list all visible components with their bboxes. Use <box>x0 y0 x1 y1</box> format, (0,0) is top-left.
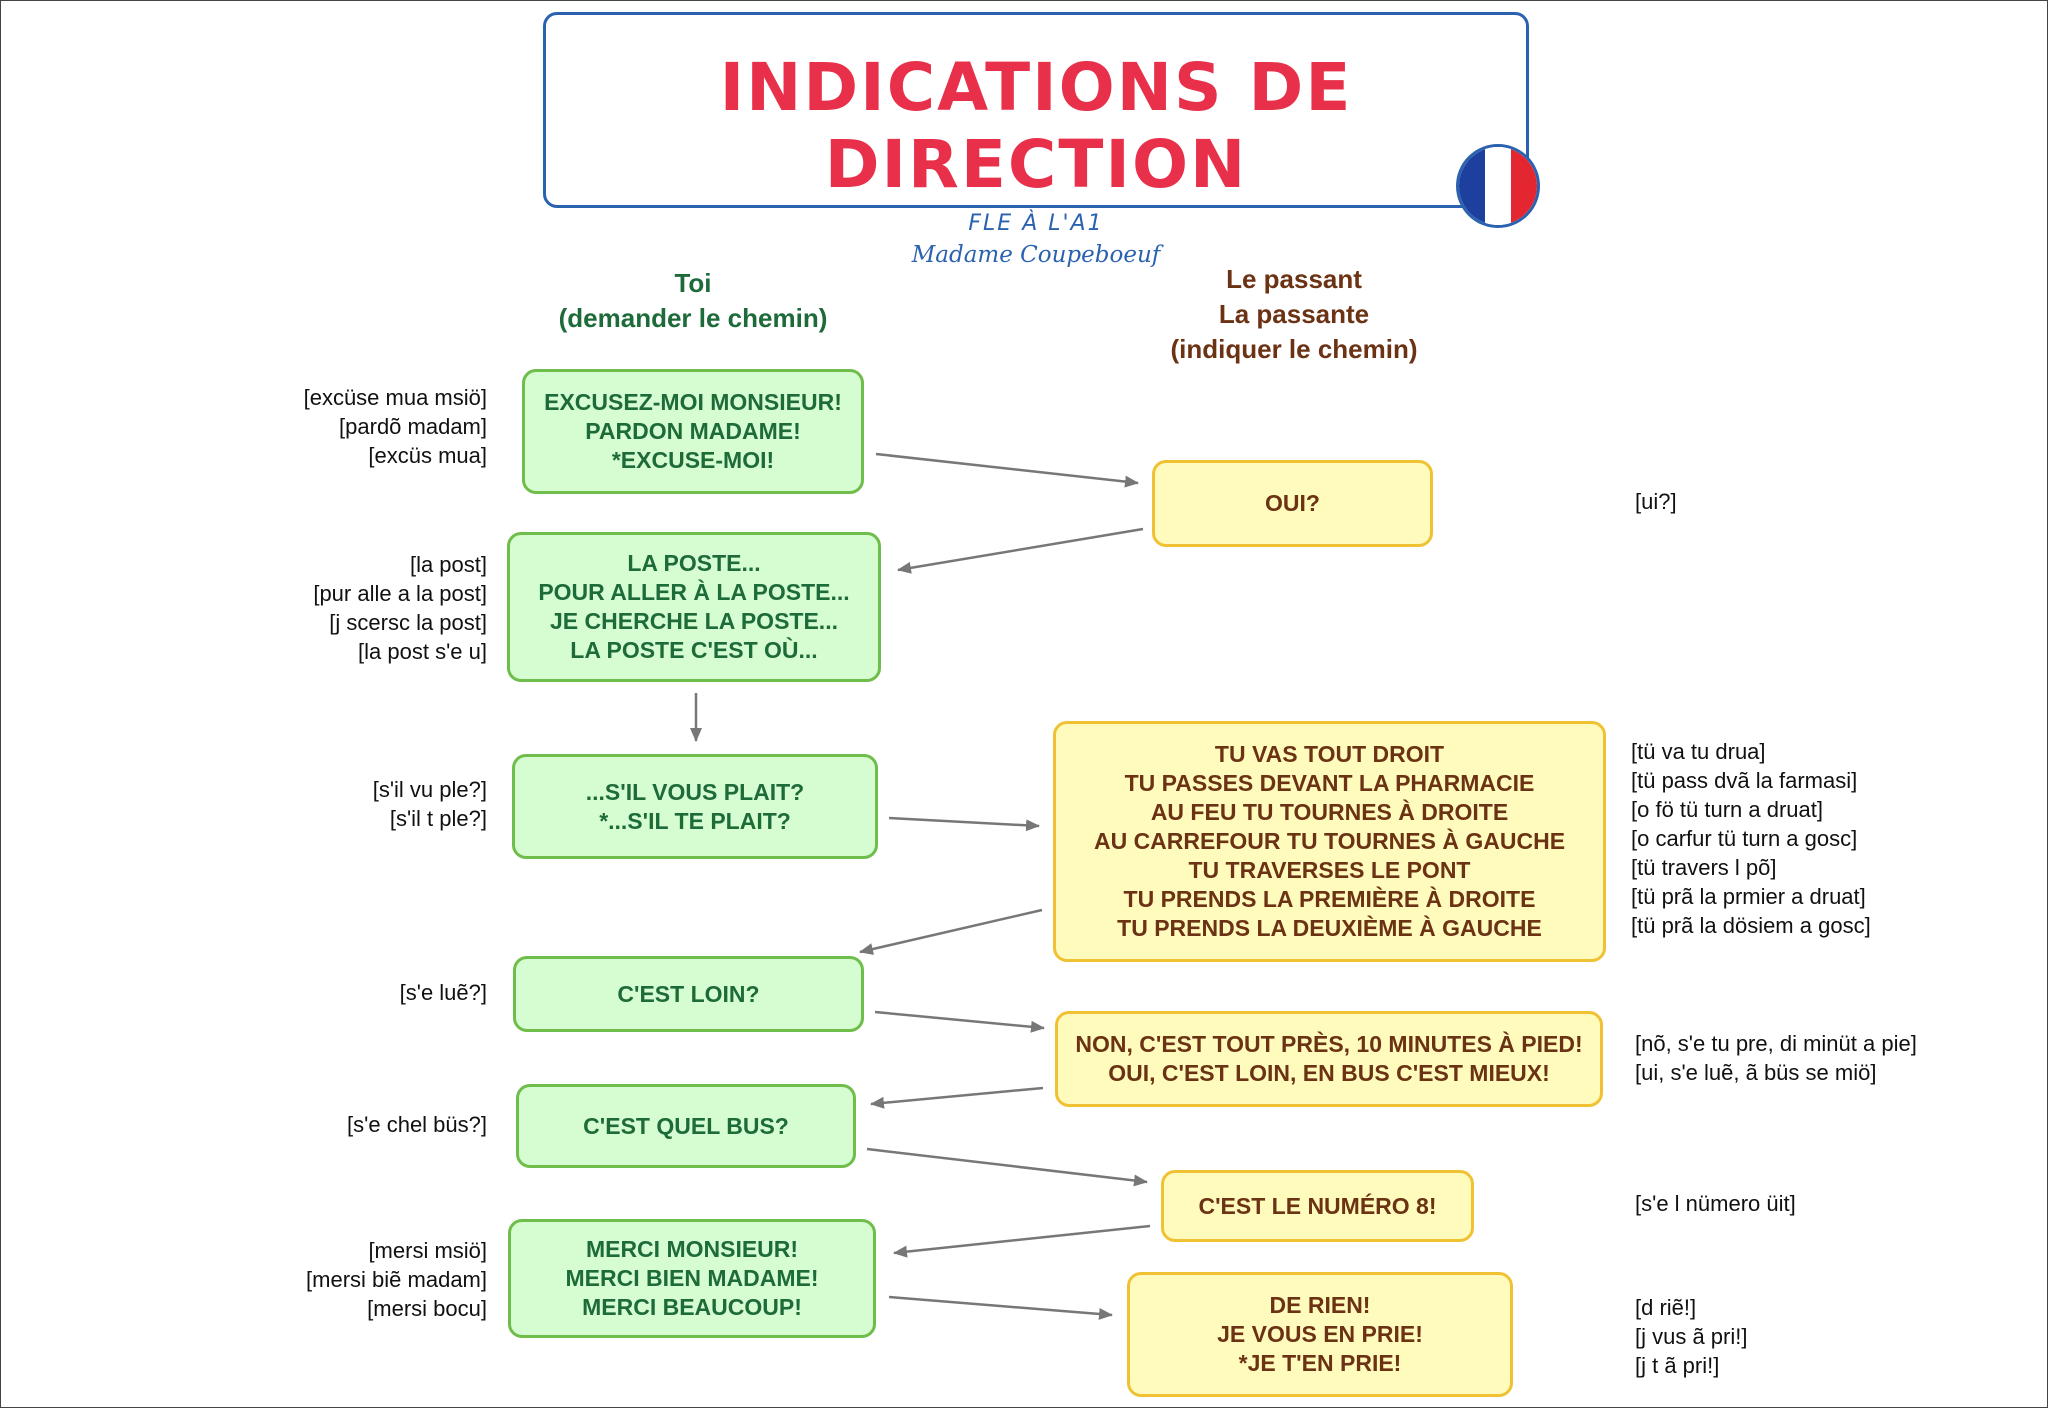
box-line: *JE T'EN PRIE! <box>1238 1350 1402 1376</box>
flow-arrow <box>874 1010 1045 1033</box>
flow-arrow <box>888 816 1040 832</box>
box-line: JE VOUS EN PRIE! <box>1217 1321 1423 1347</box>
heading-line: Toi <box>674 268 712 298</box>
author-subtitle: Madame Coupeboeuf <box>911 242 1161 268</box>
pron-line: [s'e chel büs?] <box>347 1112 487 1137</box>
pron-line: [ui, s'e luẽ, ã büs se miö] <box>1635 1060 1877 1085</box>
pron-quel-bus: [s'e chel büs?] <box>347 1110 487 1139</box>
pron-line: [la post] <box>409 552 487 577</box>
pron-de-rien: [d riẽ!] [j vus ã pri!] [j t ã pri!] <box>1635 1293 1747 1380</box>
box-line: LA POSTE... <box>627 550 761 576</box>
flow-arrow <box>897 527 1144 574</box>
box-line: MERCI MONSIEUR! <box>585 1236 799 1262</box>
passant-box-de-rien: DE RIEN! JE VOUS EN PRIE! *JE T'EN PRIE! <box>1127 1272 1513 1397</box>
box-line: C'EST LE NUMÉRO 8! <box>1198 1192 1437 1219</box>
passant-box-distance: NON, C'EST TOUT PRÈS, 10 MINUTES À PIED!… <box>1055 1011 1603 1107</box>
title-banner: INDICATIONS DE DIRECTION FLE À L'A1 Mada… <box>543 12 1529 268</box>
pron-merci: [mersi msiö] [mersi biẽ madam] [mersi bo… <box>306 1236 487 1323</box>
box-line: PARDON MADAME! <box>585 418 801 444</box>
pron-line: [d riẽ!] <box>1635 1295 1697 1320</box>
pron-line: [tü prã la dösiem a gosc] <box>1631 913 1871 938</box>
box-line: TU PRENDS LA PREMIÈRE À DROITE <box>1123 886 1536 912</box>
box-line: OUI, C'EST LOIN, EN BUS C'EST MIEUX! <box>1108 1060 1550 1086</box>
pron-line: [mersi bocu] <box>367 1296 487 1321</box>
pron-line: [j t ã pri!] <box>1635 1353 1720 1378</box>
flow-arrow <box>875 452 1139 488</box>
page-title: INDICATIONS DE DIRECTION <box>719 49 1353 203</box>
box-line: LA POSTE C'EST OÙ... <box>570 637 818 663</box>
toi-box-la-poste: LA POSTE... POUR ALLER À LA POSTE... JE … <box>507 532 881 682</box>
pron-line: [pardõ madam] <box>339 414 487 439</box>
pron-line: [ui?] <box>1635 489 1677 514</box>
pron-line: [excüs mua] <box>368 443 487 468</box>
flow-arrow <box>870 1086 1044 1109</box>
box-line: NON, C'EST TOUT PRÈS, 10 MINUTES À PIED! <box>1075 1031 1583 1057</box>
level-subtitle: FLE À L'A1 <box>968 211 1104 236</box>
pron-line: [j vus ã pri!] <box>1635 1324 1748 1349</box>
pron-greeting: [excüse mua msiö] [pardõ madam] [excüs m… <box>304 383 487 470</box>
box-line: DE RIEN! <box>1269 1292 1371 1318</box>
pron-line: [tü pass dvã la farmasi] <box>1631 768 1858 793</box>
passant-box-directions: TU VAS TOUT DROIT TU PASSES DEVANT LA PH… <box>1053 721 1606 962</box>
pron-line: [excüse mua msiö] <box>303 385 487 410</box>
pron-oui: [ui?] <box>1635 487 1677 516</box>
pron-line: [s'il vu ple?] <box>372 777 487 802</box>
pron-directions: [tü va tu drua] [tü pass dvã la farmasi]… <box>1631 737 1871 940</box>
box-line: EXCUSEZ-MOI MONSIEUR! <box>544 389 842 415</box>
box-line: TU VAS TOUT DROIT <box>1214 741 1445 767</box>
toi-box-cest-loin: C'EST LOIN? <box>513 956 864 1032</box>
flow-arrow <box>893 1224 1151 1258</box>
toi-box-merci: MERCI MONSIEUR! MERCI BIEN MADAME! MERCI… <box>508 1219 876 1338</box>
box-line: AU FEU TU TOURNES À DROITE <box>1150 799 1509 825</box>
pron-line: [pur alle a la post] <box>313 581 487 606</box>
pron-line: [s'e luẽ?] <box>399 980 487 1005</box>
pron-numero: [s'e l nümero üit] <box>1635 1189 1796 1218</box>
box-line: POUR ALLER À LA POSTE... <box>538 579 850 605</box>
box-line: AU CARREFOUR TU TOURNES À GAUCHE <box>1093 828 1566 854</box>
heading-line: (indiquer le chemin) <box>1170 334 1418 364</box>
toi-box-quel-bus: C'EST QUEL BUS? <box>516 1084 856 1168</box>
pron-line: [la post s'e u] <box>358 639 487 664</box>
pron-line: [s'e l nümero üit] <box>1635 1191 1796 1216</box>
flow-arrow <box>888 1295 1113 1320</box>
pron-line: [tü travers l põ] <box>1631 855 1777 880</box>
box-line: C'EST QUEL BUS? <box>583 1112 789 1139</box>
pron-line: [nõ, s'e tu pre, di minüt a pie] <box>1635 1031 1917 1056</box>
heading-line: La passante <box>1218 299 1370 329</box>
pron-sil-vous-plait: [s'il vu ple?] [s'il t ple?] <box>373 775 487 833</box>
box-line: *EXCUSE-MOI! <box>611 447 775 473</box>
box-line: JE CHERCHE LA POSTE... <box>550 608 838 634</box>
box-line: TU TRAVERSES LE PONT <box>1188 857 1471 883</box>
box-line: OUI? <box>1265 490 1320 516</box>
box-line: ...S'IL VOUS PLAIT? <box>585 778 805 805</box>
toi-box-greeting: EXCUSEZ-MOI MONSIEUR! PARDON MADAME! *EX… <box>522 369 864 494</box>
pron-line: [o fö tü turn a druat] <box>1631 797 1824 822</box>
pron-line: [tü va tu drua] <box>1631 739 1766 764</box>
heading-line: Le passant <box>1226 264 1362 294</box>
flow-arrow <box>859 908 1043 955</box>
pron-line: [mersi msiö] <box>368 1238 487 1263</box>
pron-la-poste: [la post] [pur alle a la post] [j scersc… <box>313 550 487 666</box>
box-line: TU PRENDS LA DEUXIÈME À GAUCHE <box>1117 915 1542 941</box>
passant-box-oui: OUI? <box>1152 460 1433 547</box>
toi-box-sil-vous-plait: ...S'IL VOUS PLAIT? *...S'IL TE PLAIT? <box>512 754 878 859</box>
box-line: C'EST LOIN? <box>617 980 760 1007</box>
box-line: MERCI BIEN MADAME! <box>565 1265 819 1291</box>
flow-arrow <box>866 1147 1148 1187</box>
pron-line: [tü prã la prmier a druat] <box>1631 884 1866 909</box>
pron-cest-loin: [s'e luẽ?] <box>400 978 487 1007</box>
heading-line: (demander le chemin) <box>558 303 828 333</box>
column-heading-toi: Toi (demander le chemin) <box>543 266 843 336</box>
pron-line: [o carfur tü turn a gosc] <box>1631 826 1858 851</box>
column-heading-passant: Le passant La passante (indiquer le chem… <box>1144 262 1444 367</box>
pron-line: [s'il t ple?] <box>389 806 487 831</box>
pron-distance: [nõ, s'e tu pre, di minüt a pie] [ui, s'… <box>1635 1029 1917 1087</box>
box-line: MERCI BEAUCOUP! <box>582 1294 802 1320</box>
pron-line: [j scersc la post] <box>329 610 487 635</box>
box-line: *...S'IL TE PLAIT? <box>599 807 791 834</box>
box-line: TU PASSES DEVANT LA PHARMACIE <box>1124 770 1535 796</box>
pron-line: [mersi biẽ madam] <box>306 1267 487 1292</box>
passant-box-numero: C'EST LE NUMÉRO 8! <box>1161 1170 1474 1242</box>
